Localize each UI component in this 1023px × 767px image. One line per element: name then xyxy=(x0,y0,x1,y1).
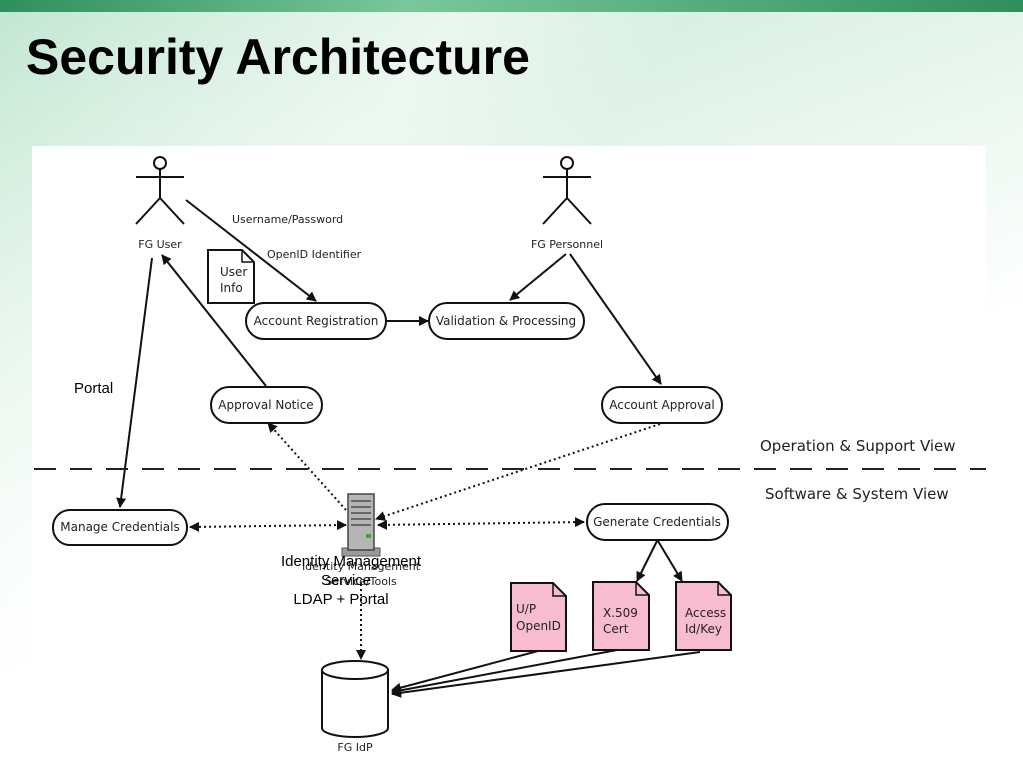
fg-personnel-actor xyxy=(542,156,592,225)
server-label-line-1: Identity Management xyxy=(281,553,422,570)
user-info-document: User Info xyxy=(207,249,255,304)
svg-text:Validation & Processing: Validation & Processing xyxy=(436,314,576,328)
access-id-key-document: Access Id/Key xyxy=(675,581,732,651)
edge-generate-to-x509 xyxy=(636,540,658,582)
user-info-line-1: User xyxy=(220,265,247,279)
edge-upopenid-to-idp xyxy=(391,650,539,693)
edge-server-generate xyxy=(377,517,585,530)
server-underlay-line-1: Identity Management xyxy=(302,560,421,573)
server-icon xyxy=(341,493,381,557)
fg-idp-database-icon xyxy=(321,660,389,738)
user-info-line-2: Info xyxy=(220,281,243,295)
account-registration-node: Account Registration xyxy=(245,302,387,340)
access-line-2: Id/Key xyxy=(685,622,722,636)
software-system-view-label: Software & System View xyxy=(765,485,949,503)
edge-x509-to-idp xyxy=(391,649,618,696)
x509-cert-document: X.509 Cert xyxy=(592,581,650,651)
up-openid-line-2: OpenID xyxy=(516,619,561,633)
operation-support-view-label: Operation & Support View xyxy=(760,437,956,455)
x509-line-2: Cert xyxy=(603,622,629,636)
edge-generate-to-access xyxy=(657,540,683,582)
username-password-label: Username/Password xyxy=(232,213,343,226)
server-label-line-2: Service xyxy=(321,572,371,589)
account-approval-node: Account Approval xyxy=(601,386,723,424)
approval-notice-node: Approval Notice xyxy=(210,386,323,424)
fg-user-label: FG User xyxy=(138,238,182,251)
svg-text:Generate Credentials: Generate Credentials xyxy=(593,515,721,529)
top-stripe xyxy=(0,0,1023,12)
svg-text:Account Approval: Account Approval xyxy=(609,398,715,412)
dotted-edges xyxy=(189,422,661,660)
slide-title: Security Architecture xyxy=(26,29,530,85)
validation-processing-node: Validation & Processing xyxy=(428,302,585,340)
access-line-1: Access xyxy=(685,606,726,620)
fg-personnel-label: FG Personnel xyxy=(531,238,603,251)
svg-text:Account Registration: Account Registration xyxy=(254,314,379,328)
edge-user-to-registration xyxy=(185,199,317,302)
svg-text:Approval Notice: Approval Notice xyxy=(218,398,313,412)
server-underlay-line-2: Service/Tools xyxy=(325,575,397,588)
generate-credentials-node: Generate Credentials xyxy=(586,503,729,541)
portal-label: Portal xyxy=(74,380,113,397)
edge-personnel-to-validation xyxy=(509,253,567,301)
edge-user-to-manage xyxy=(116,257,153,508)
manage-credentials-node: Manage Credentials xyxy=(52,509,188,546)
edge-notice-to-user xyxy=(161,254,267,387)
edge-personnel-to-approval xyxy=(569,253,662,385)
edge-server-to-notice xyxy=(267,422,347,511)
up-openid-document: U/P OpenID xyxy=(510,582,567,652)
up-openid-line-1: U/P xyxy=(516,602,536,616)
fg-idp-label: FG IdP xyxy=(337,741,373,754)
edges xyxy=(116,199,701,698)
actor-icon xyxy=(542,156,592,225)
x509-line-1: X.509 xyxy=(603,606,638,620)
actor-icon xyxy=(135,156,185,225)
server-label-line-3: LDAP + Portal xyxy=(293,591,388,608)
fg-user-actor xyxy=(135,156,185,225)
svg-text:Manage Credentials: Manage Credentials xyxy=(60,520,180,534)
edge-access-to-idp xyxy=(391,651,701,698)
edge-server-manage xyxy=(189,520,347,532)
openid-identifier-label: OpenID Identifier xyxy=(267,248,362,261)
